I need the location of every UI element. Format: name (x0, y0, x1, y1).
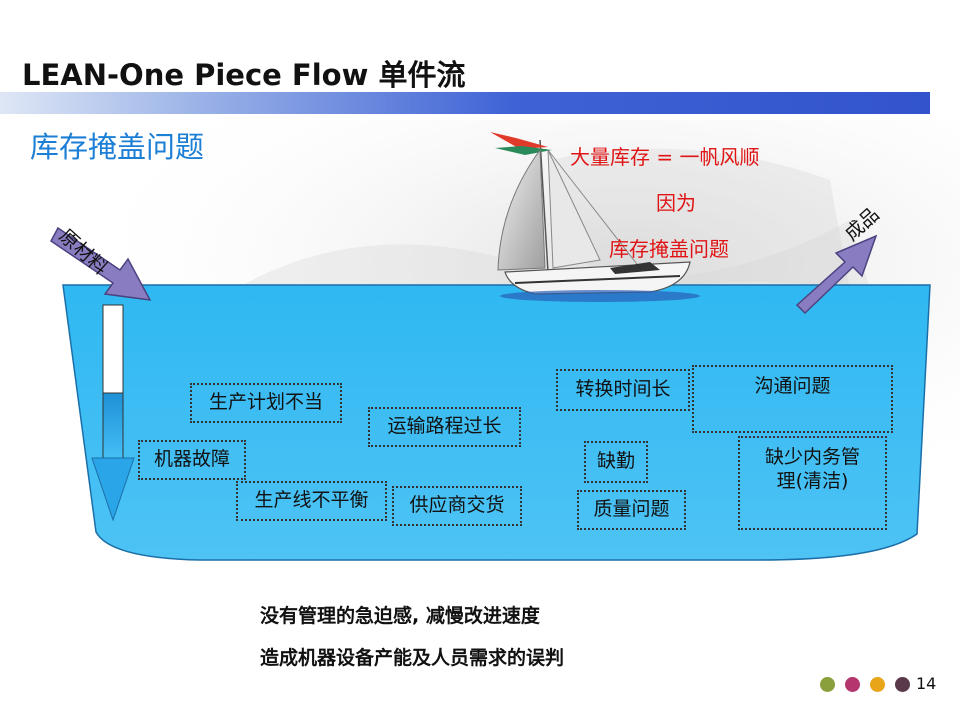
water-tank (62, 284, 931, 561)
inventory-smooth-sailing-text: 大量库存 = 一帆风顺 (570, 145, 760, 169)
conclusion-urgency: 没有管理的急迫感, 减慢改进速度 (260, 605, 540, 627)
housekeeping-line-1: 缺少内务管 (764, 446, 860, 468)
title-bar (0, 92, 930, 114)
problem-quality: 质量问题 (577, 490, 686, 530)
footer-dot-green (820, 677, 835, 692)
footer-dot-plum (895, 677, 910, 692)
problem-machine-failure: 机器故障 (138, 440, 246, 480)
problem-transport-route: 运输路程过长 (368, 407, 521, 447)
sailboat (490, 132, 700, 302)
problem-line-imbalance: 生产线不平衡 (236, 481, 387, 521)
inventory-hides-problems-text: 库存掩盖问题 (609, 237, 729, 261)
inventory-level-arrowhead (91, 457, 135, 522)
page-title: LEAN-One Piece Flow 单件流 (22, 58, 466, 92)
footer-dot-magenta (845, 677, 860, 692)
inventory-level-empty (102, 304, 124, 394)
problem-changeover-time: 转换时间长 (556, 369, 690, 411)
problem-communication: 沟通问题 (692, 365, 893, 433)
inventory-level-fill (102, 392, 124, 459)
finished-goods-arrow (795, 234, 878, 315)
conclusion-misjudgment: 造成机器设备产能及人员需求的误判 (260, 647, 565, 669)
section-subtitle: 库存掩盖问题 (30, 130, 205, 164)
problem-production-plan: 生产计划不当 (190, 383, 342, 423)
problem-housekeeping: 缺少内务管 理(清洁) (738, 436, 887, 530)
footer-dot-orange (870, 677, 885, 692)
housekeeping-line-2: 理(清洁) (776, 469, 849, 492)
problem-supplier-delivery: 供应商交货 (392, 486, 522, 526)
raw-material-arrow (50, 226, 152, 301)
page-number: 14 (916, 674, 937, 693)
problem-absence: 缺勤 (584, 441, 648, 483)
because-text: 因为 (656, 191, 696, 215)
